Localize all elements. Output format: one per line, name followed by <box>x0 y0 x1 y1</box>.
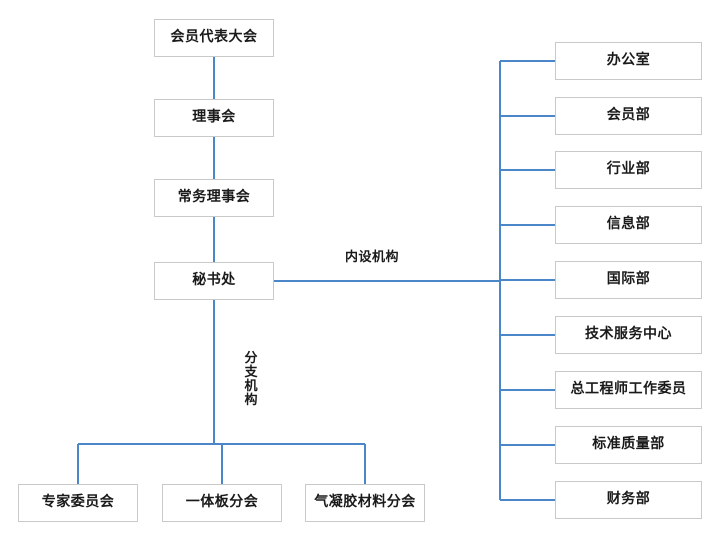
node-label: 会员部 <box>606 107 651 124</box>
node-label: 总工程师工作委员 <box>570 381 687 398</box>
node-integrated-panel-branch[interactable]: 一体板分会 <box>162 484 282 522</box>
node-label: 办公室 <box>606 52 651 69</box>
node-secretariat[interactable]: 秘书处 <box>154 262 274 300</box>
node-label: 国际部 <box>606 271 651 288</box>
node-information-dept[interactable]: 信息部 <box>555 206 702 244</box>
node-label: 行业部 <box>606 161 651 178</box>
annotation-branch-units: 分支机构 <box>244 351 259 409</box>
node-label: 财务部 <box>606 491 651 508</box>
node-label: 秘书处 <box>192 272 236 289</box>
node-label: 气凝胶材料分会 <box>314 494 416 511</box>
node-member-assembly[interactable]: 会员代表大会 <box>154 19 274 57</box>
node-standard-quality-dept[interactable]: 标准质量部 <box>555 426 702 464</box>
node-label: 会员代表大会 <box>170 29 258 46</box>
node-industry-dept[interactable]: 行业部 <box>555 151 702 189</box>
node-aerogel-material-branch[interactable]: 气凝胶材料分会 <box>305 484 425 522</box>
node-label: 理事会 <box>192 109 236 126</box>
node-office[interactable]: 办公室 <box>555 42 702 80</box>
node-label: 技术服务中心 <box>585 326 672 343</box>
node-label: 专家委员会 <box>41 494 115 511</box>
node-label: 一体板分会 <box>185 494 259 511</box>
node-label: 信息部 <box>606 216 651 233</box>
node-finance-dept[interactable]: 财务部 <box>555 481 702 519</box>
node-label: 常务理事会 <box>177 189 251 206</box>
node-council[interactable]: 理事会 <box>154 99 274 137</box>
node-label: 标准质量部 <box>592 436 665 453</box>
node-international-dept[interactable]: 国际部 <box>555 261 702 299</box>
node-technical-service-center[interactable]: 技术服务中心 <box>555 316 702 354</box>
node-membership-dept[interactable]: 会员部 <box>555 97 702 135</box>
node-chief-engineer-committee[interactable]: 总工程师工作委员 <box>555 371 702 409</box>
node-standing-council[interactable]: 常务理事会 <box>154 179 274 217</box>
annotation-internal-units: 内设机构 <box>345 250 400 265</box>
node-expert-committee[interactable]: 专家委员会 <box>18 484 138 522</box>
